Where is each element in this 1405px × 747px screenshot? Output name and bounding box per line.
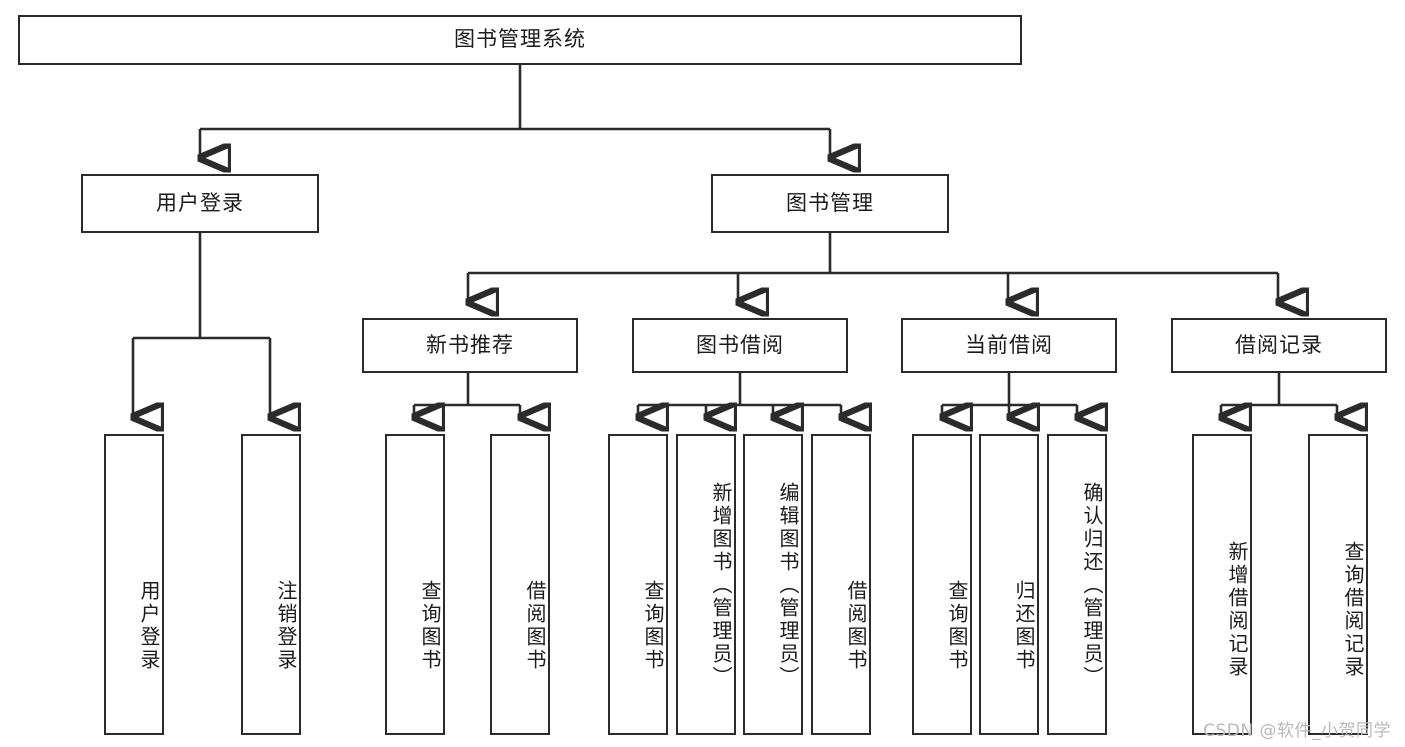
leaf-book-borrow-query[interactable]: 查询图书 [608,434,668,735]
leaf-borrow-record-add[interactable]: 新增借阅记录 [1192,434,1252,735]
node-book-management[interactable]: 图书管理 [711,174,949,233]
leaf-current-borrow-query[interactable]: 查询图书 [912,434,972,735]
leaf-borrow-record-query[interactable]: 查询借阅记录 [1308,434,1368,735]
node-borrow-record[interactable]: 借阅记录 [1171,318,1387,373]
leaf-new-book-query[interactable]: 查询图书 [385,434,445,735]
leaf-user-login-signin[interactable]: 用户登录 [104,434,164,735]
node-book-borrow[interactable]: 图书借阅 [632,318,848,373]
leaf-book-borrow-borrow[interactable]: 借阅图书 [811,434,871,735]
leaf-current-borrow-return[interactable]: 归还图书 [979,434,1039,735]
leaf-user-login-signout[interactable]: 注销登录 [241,434,301,735]
leaf-book-borrow-edit-admin[interactable]: 编辑图书（管理员） [743,434,803,735]
leaf-book-borrow-add-admin[interactable]: 新增图书（管理员） [676,434,736,735]
node-user-login[interactable]: 用户登录 [81,174,319,233]
leaf-current-borrow-confirm-admin[interactable]: 确认归还（管理员） [1047,434,1107,735]
node-root-system[interactable]: 图书管理系统 [18,15,1022,65]
node-current-borrow[interactable]: 当前借阅 [901,318,1117,373]
node-new-book-recommend[interactable]: 新书推荐 [362,318,578,373]
leaf-new-book-borrow[interactable]: 借阅图书 [490,434,550,735]
